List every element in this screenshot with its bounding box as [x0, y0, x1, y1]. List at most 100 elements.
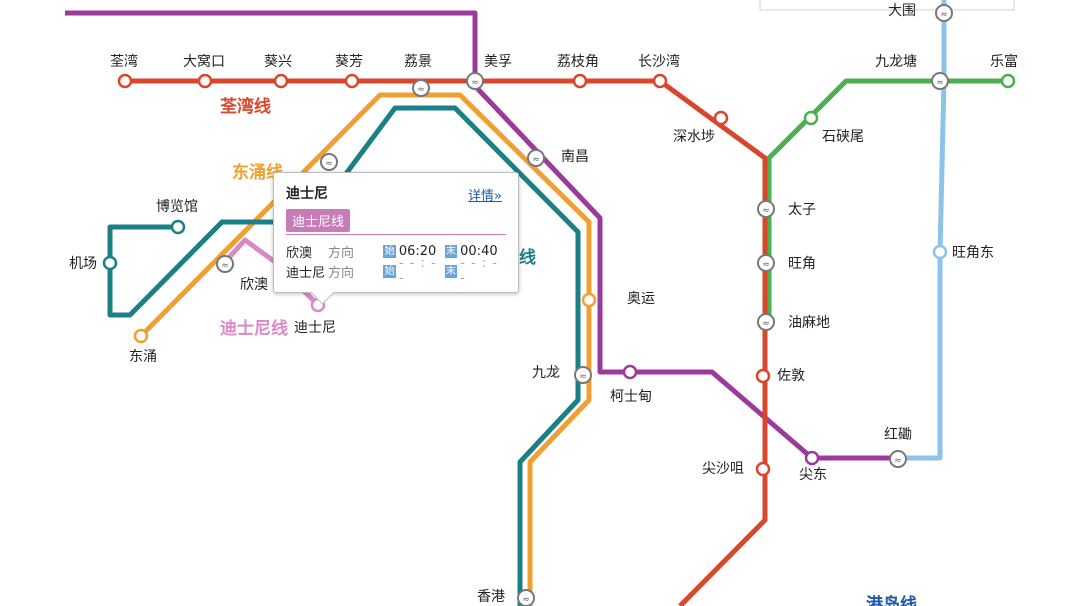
- svg-text:≈: ≈: [221, 261, 229, 271]
- label-asia-world-expo: 博览馆: [156, 198, 198, 215]
- interchange-prince-edward[interactable]: ≈: [757, 200, 775, 218]
- airport-express-line-label: 线: [519, 247, 536, 268]
- svg-text:≈: ≈: [762, 319, 770, 329]
- tseung-kwan-o-line-path[interactable]: [65, 10, 898, 461]
- label-tsuen-wan: 荃湾: [110, 53, 138, 70]
- interchange-tai-wai[interactable]: ≈: [935, 4, 953, 22]
- interchange-mei-foo[interactable]: ≈: [466, 72, 484, 90]
- svg-text:≈: ≈: [936, 78, 944, 88]
- label-kwai-fong: 葵芳: [335, 53, 363, 70]
- interchange-kowloon-tong[interactable]: ≈: [931, 72, 949, 90]
- popup-station-name: 迪士尼: [286, 186, 328, 202]
- svg-text:≈: ≈: [417, 85, 425, 95]
- svg-text:≈: ≈: [532, 155, 540, 165]
- tung-chung-line-path[interactable]: [139, 92, 592, 606]
- station-cheung-sha-wan[interactable]: [652, 73, 668, 89]
- interchange-kowloon[interactable]: ≈: [574, 366, 592, 384]
- interchange-tung-chung-junction[interactable]: ≈: [320, 153, 338, 171]
- disneyland-line-label: 迪士尼线: [220, 318, 288, 339]
- svg-text:≈: ≈: [471, 78, 479, 88]
- label-airport: 机场: [69, 256, 97, 272]
- interchange-yau-ma-tei[interactable]: ≈: [757, 313, 775, 331]
- interchange-hong-kong[interactable]: ≈: [517, 589, 535, 606]
- station-tung-chung[interactable]: [133, 328, 149, 344]
- label-mei-foo: 美孚: [484, 54, 512, 70]
- popup-row-2: 迪士尼 方向 始 - - : - - 末 - - : - -: [286, 256, 506, 286]
- label-kwai-hing: 葵兴: [264, 54, 292, 70]
- station-east-tsim-sha-tsui[interactable]: [804, 450, 820, 466]
- station-tai-wo-hau[interactable]: [197, 73, 213, 89]
- svg-text:≈: ≈: [762, 206, 770, 216]
- station-sham-shui-po[interactable]: [713, 110, 729, 126]
- station-lai-chi-kok[interactable]: [572, 73, 588, 89]
- station-olympic[interactable]: [581, 292, 597, 308]
- interchange-nam-cheong[interactable]: ≈: [527, 149, 545, 167]
- first-train-icon: 始: [383, 264, 396, 278]
- tung-chung-line-label: 东涌线: [232, 162, 283, 183]
- svg-text:≈: ≈: [940, 10, 948, 20]
- station-airport[interactable]: [102, 255, 118, 271]
- label-lai-chi-kok: 荔枝角: [557, 54, 599, 70]
- popup-row-1-suffix: 方向: [328, 245, 355, 261]
- island-line-label: 港岛线: [866, 594, 917, 606]
- station-kwai-fong[interactable]: [344, 73, 360, 89]
- popup-row-2-first: - - : - -: [398, 256, 437, 286]
- last-train-icon: 末: [444, 244, 458, 258]
- station-info-popup: 迪士尼 详情» 迪士尼线 欣澳 方向 始 06:20 末 00:40 迪士尼 方…: [273, 172, 519, 305]
- label-tsim-sha-tsui: 尖沙咀: [702, 461, 744, 477]
- label-jordan: 佐敦: [777, 368, 805, 384]
- popup-row-2-last: - - : - -: [460, 256, 498, 286]
- label-kowloon: 九龙: [532, 365, 560, 381]
- airport-express-line-path[interactable]: [107, 105, 581, 606]
- station-kwai-hing[interactable]: [273, 73, 289, 89]
- top-right-panel: [759, 0, 1015, 11]
- label-nam-cheong: 南昌: [561, 149, 589, 165]
- label-east-tsim-sha-tsui: 尖东: [799, 467, 827, 483]
- svg-text:≈: ≈: [579, 372, 587, 382]
- label-prince-edward: 太子: [788, 202, 816, 218]
- label-lai-king: 荔景: [404, 54, 432, 70]
- popup-row-2-direction: 迪士尼: [286, 265, 326, 281]
- svg-text:≈: ≈: [522, 595, 530, 605]
- label-tung-chung: 东涌: [129, 349, 157, 365]
- label-sunny-bay: 欣澳: [240, 277, 268, 293]
- label-mong-kok-east: 旺角东: [952, 245, 994, 261]
- first-train-icon: 始: [383, 244, 396, 258]
- popup-detail-link[interactable]: 详情»: [468, 189, 502, 204]
- popup-row-1: 欣澳 方向 始 06:20 末 00:40: [286, 241, 506, 261]
- station-jordan[interactable]: [755, 368, 771, 384]
- label-tai-wai: 大围: [888, 3, 916, 19]
- station-tsuen-wan[interactable]: [117, 73, 133, 89]
- popup-row-1-last: 00:40: [460, 243, 498, 259]
- interchange-hung-hom[interactable]: ≈: [889, 450, 907, 468]
- tsuen-wan-line-label: 荃湾线: [220, 96, 271, 117]
- tsuen-wan-line-path[interactable]: [125, 78, 768, 606]
- interchange-mong-kok[interactable]: ≈: [757, 254, 775, 272]
- svg-text:≈: ≈: [325, 159, 333, 169]
- label-disneyland-resort: 迪士尼: [294, 320, 336, 336]
- interchange-lai-king[interactable]: ≈: [412, 79, 430, 97]
- svg-text:≈: ≈: [762, 260, 770, 270]
- label-tai-wo-hau: 大窝口: [183, 53, 225, 70]
- label-kowloon-tong: 九龙塘: [875, 54, 917, 70]
- station-austin[interactable]: [622, 364, 638, 380]
- label-mong-kok: 旺角: [788, 256, 816, 272]
- label-shek-kip-mei: 石硖尾: [822, 129, 864, 145]
- label-cheung-sha-wan: 长沙湾: [638, 53, 680, 70]
- station-asia-world-expo[interactable]: [170, 219, 186, 235]
- station-tsim-sha-tsui[interactable]: [755, 461, 771, 477]
- station-mong-kok-east[interactable]: [932, 244, 948, 260]
- station-lok-fu[interactable]: [1000, 73, 1016, 89]
- label-yau-ma-tei: 油麻地: [788, 315, 830, 331]
- popup-line-badge: 迪士尼线: [286, 209, 351, 232]
- last-train-icon: 末: [444, 264, 458, 278]
- station-shek-kip-mei[interactable]: [803, 110, 819, 126]
- label-hong-kong: 香港: [477, 589, 505, 605]
- interchange-sunny-bay[interactable]: ≈: [216, 255, 234, 273]
- popup-divider: [286, 234, 506, 235]
- label-hung-hom: 红磡: [884, 427, 912, 443]
- popup-row-2-suffix: 方向: [328, 265, 355, 281]
- label-sham-shui-po: 深水埗: [673, 129, 715, 145]
- svg-text:≈: ≈: [894, 456, 902, 466]
